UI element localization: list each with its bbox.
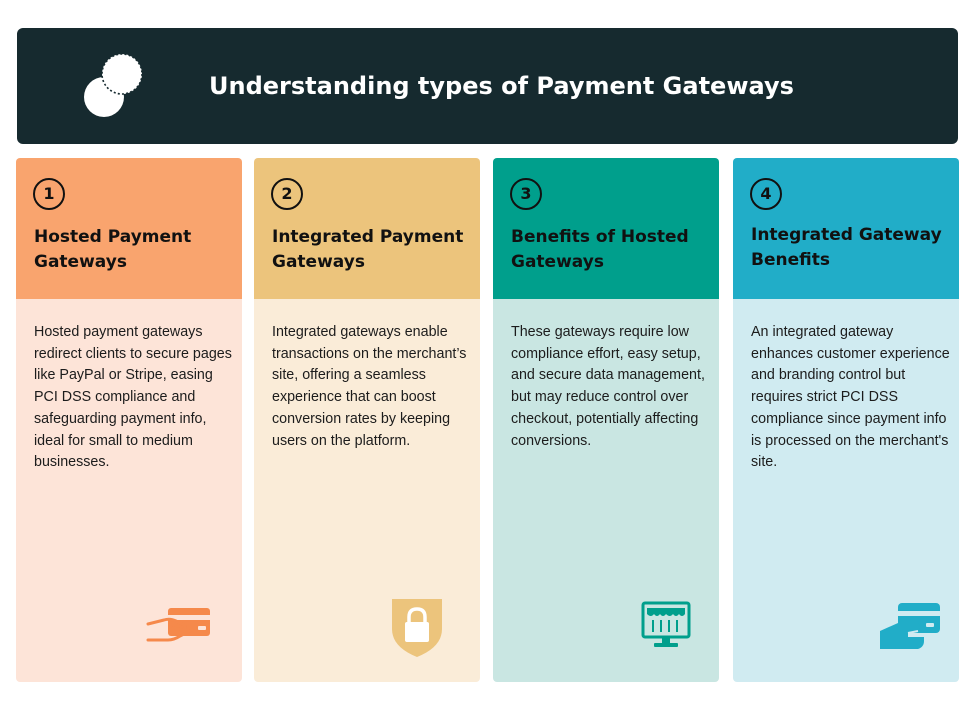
card-header: 4 Integrated Gateway Benefits [733, 158, 959, 299]
step-number: 2 [271, 178, 303, 210]
card-description: Integrated gateways enable transactions … [272, 324, 467, 449]
hand-card-icon [146, 608, 210, 642]
online-store-icon [641, 601, 691, 647]
card-body: An integrated gateway enhances customer … [733, 299, 959, 682]
card-description: These gateways require low compliance ef… [511, 324, 705, 449]
card-title: Hosted Payment Gateways [34, 227, 192, 272]
step-number: 4 [750, 178, 782, 210]
card-benefits-of-hosted-gateways: 3 Benefits of Hosted Gateways These gate… [493, 158, 719, 682]
card-title: Benefits of Hosted Gateways [511, 227, 689, 272]
card-integrated-payment-gateways: 2 Integrated Payment Gateways Integrated… [254, 158, 480, 682]
page-title: Understanding types of Payment Gateways [209, 72, 794, 100]
card-body: Integrated gateways enable transactions … [254, 299, 480, 682]
step-number: 1 [33, 178, 65, 210]
card-payment-icon [880, 603, 940, 649]
card-header: 2 Integrated Payment Gateways [254, 158, 480, 299]
step-number: 3 [510, 178, 542, 210]
card-title: Integrated Gateway Benefits [751, 225, 942, 270]
card-title: Integrated Payment Gateways [272, 227, 464, 272]
card-body: Hosted payment gateways redirect clients… [16, 299, 242, 682]
header-banner: Understanding types of Payment Gateways [17, 28, 958, 144]
overlapping-circles-icon [84, 53, 143, 117]
card-body: These gateways require low compliance ef… [493, 299, 719, 682]
card-integrated-gateway-benefits: 4 Integrated Gateway Benefits An integra… [733, 158, 959, 682]
card-hosted-payment-gateways: 1 Hosted Payment Gateways Hosted payment… [16, 158, 242, 682]
card-description: An integrated gateway enhances customer … [751, 324, 950, 471]
card-header: 3 Benefits of Hosted Gateways [493, 158, 719, 299]
card-description: Hosted payment gateways redirect clients… [34, 324, 232, 471]
card-header: 1 Hosted Payment Gateways [16, 158, 242, 299]
shield-lock-icon [392, 599, 442, 657]
